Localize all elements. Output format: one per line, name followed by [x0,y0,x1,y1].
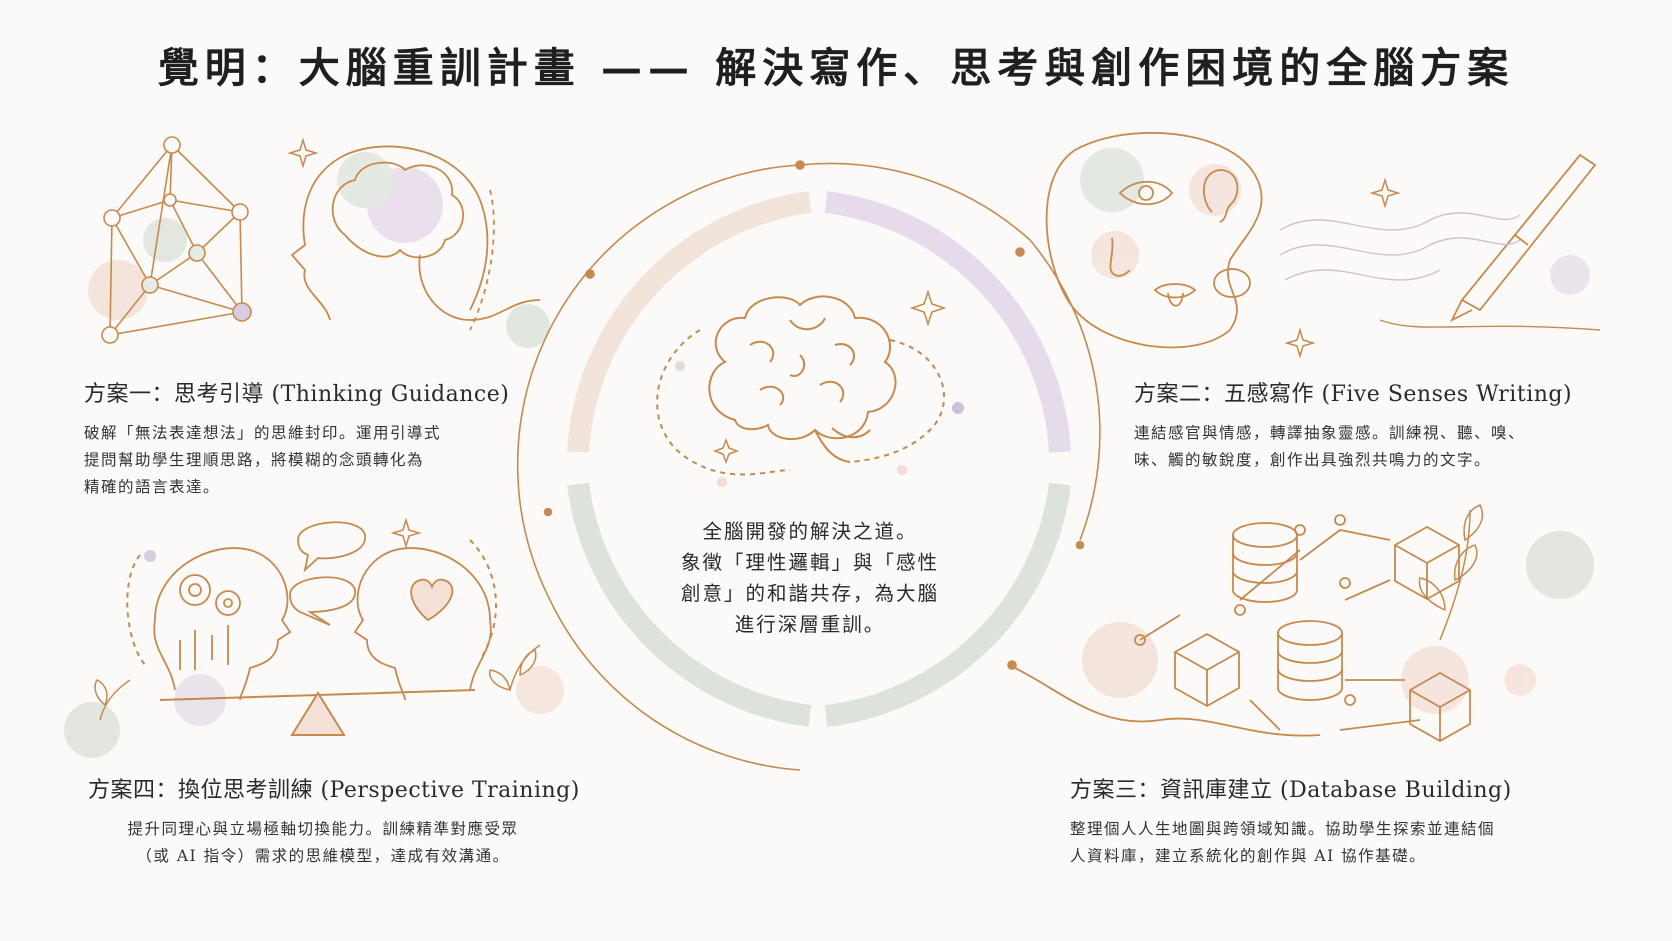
plan-line: 整理個人人生地圖與跨領域知識。協助學生探索並連結個 [1070,820,1496,838]
heart-icon [410,578,454,622]
senses-palette [1045,131,1263,349]
plan-line: 人資料庫，建立系統化的創作與 AI 協作基礎。 [1070,847,1427,865]
gear-icon [179,574,241,616]
center-description: 全腦開發的解決之道。 象徵「理性邏輯」與「感性 創意」的和諧共存，為大腦 進行深… [660,516,960,640]
plan-description: 整理個人人生地圖與跨領域知識。協助學生探索並連結個 人資料庫，建立系統化的創作與… [1070,816,1590,870]
cube-icon [1409,671,1471,743]
cube-icon [1174,632,1240,708]
plan-database-building: 方案三：資訊庫建立 (Database Building) 整理個人人生地圖與跨… [1070,772,1590,870]
database-icon [1277,620,1343,701]
center-orbit-lines [516,160,1101,771]
plan-line: 精確的語言表達。 [84,478,221,496]
plan-line: （或 AI 指令）需求的思維模型，達成有效溝通。 [136,847,510,865]
head-profile-icon [290,145,541,331]
plan-line: 破解「無法表達想法」的思維封印。運用引導式 [84,424,442,442]
watercolor-backgrounds [64,148,1594,758]
center-line: 進行深層重訓。 [734,613,886,636]
center-ring [567,191,1071,727]
plan-perspective-training: 方案四：換位思考訓練 (Perspective Training) 提升同理心與… [88,772,628,870]
page-title: 覺明：大腦重訓計畫 —— 解決寫作、思考與創作困境的全腦方案 [157,44,1515,92]
plan-heading: 方案四：換位思考訓練 (Perspective Training) [88,778,580,803]
database-network [1014,514,1471,743]
ear-icon [1202,169,1239,223]
leaf-icon [94,504,1484,721]
ring-segment-sage [567,482,812,727]
perspective-heads [153,521,492,701]
cube-icon [1394,525,1460,601]
brain-icon [656,295,964,487]
speech-bubble-icon [289,521,366,626]
fountain-pen-icon [1449,153,1597,323]
balance-scale-icon [126,539,497,736]
center-line: 全腦開發的解決之道。 [702,520,918,543]
ring-segment-lavender [824,191,1071,453]
nose-icon [1109,237,1131,277]
plan-line: 味、觸的敏銳度，創作出具強烈共鳴力的文字。 [1134,451,1492,469]
plan-heading: 方案一：思考引導 (Thinking Guidance) [84,382,510,407]
plan-line: 提問幫助學生理順思路，將模糊的念頭轉化為 [84,451,425,469]
plan-line: 提升同理心與立場極軸切換能力。訓練精準對應受眾 [127,820,519,838]
center-line: 象徵「理性邏輯」與「感性 [680,551,939,574]
ring-segment-peach [567,191,812,453]
plan-heading: 方案三：資訊庫建立 (Database Building) [1070,778,1512,803]
plan-thinking-guidance: 方案一：思考引導 (Thinking Guidance) 破解「無法表達想法」的… [84,376,514,501]
plan-description: 提升同理心與立場極軸切換能力。訓練精準對應受眾 （或 AI 指令）需求的思維模型… [88,816,558,870]
plan-description: 破解「無法表達想法」的思維封印。運用引導式 提問幫助學生理順思路，將模糊的念頭轉… [84,420,514,501]
ring-segment-sage-2 [824,482,1071,727]
network-icon [101,136,252,344]
tongue-icon [1153,283,1197,307]
plan-heading: 方案二：五感寫作 (Five Senses Writing) [1134,382,1573,407]
database-icon [1232,522,1298,603]
sparkle-icon [287,137,1401,549]
plan-description: 連結感官與情感，轉譯抽象靈感。訓練視、聽、嗅、 味、觸的敏銳度，創作出具強烈共鳴… [1134,420,1604,474]
flow-lines [1279,212,1601,331]
plan-line: 連結感官與情感，轉譯抽象靈感。訓練視、聽、嗅、 [1134,424,1526,442]
eye-icon [1118,180,1174,206]
plan-five-senses-writing: 方案二：五感寫作 (Five Senses Writing) 連結感官與情感，轉… [1134,376,1604,474]
center-line: 創意」的和諧共存，為大腦 [680,582,939,605]
